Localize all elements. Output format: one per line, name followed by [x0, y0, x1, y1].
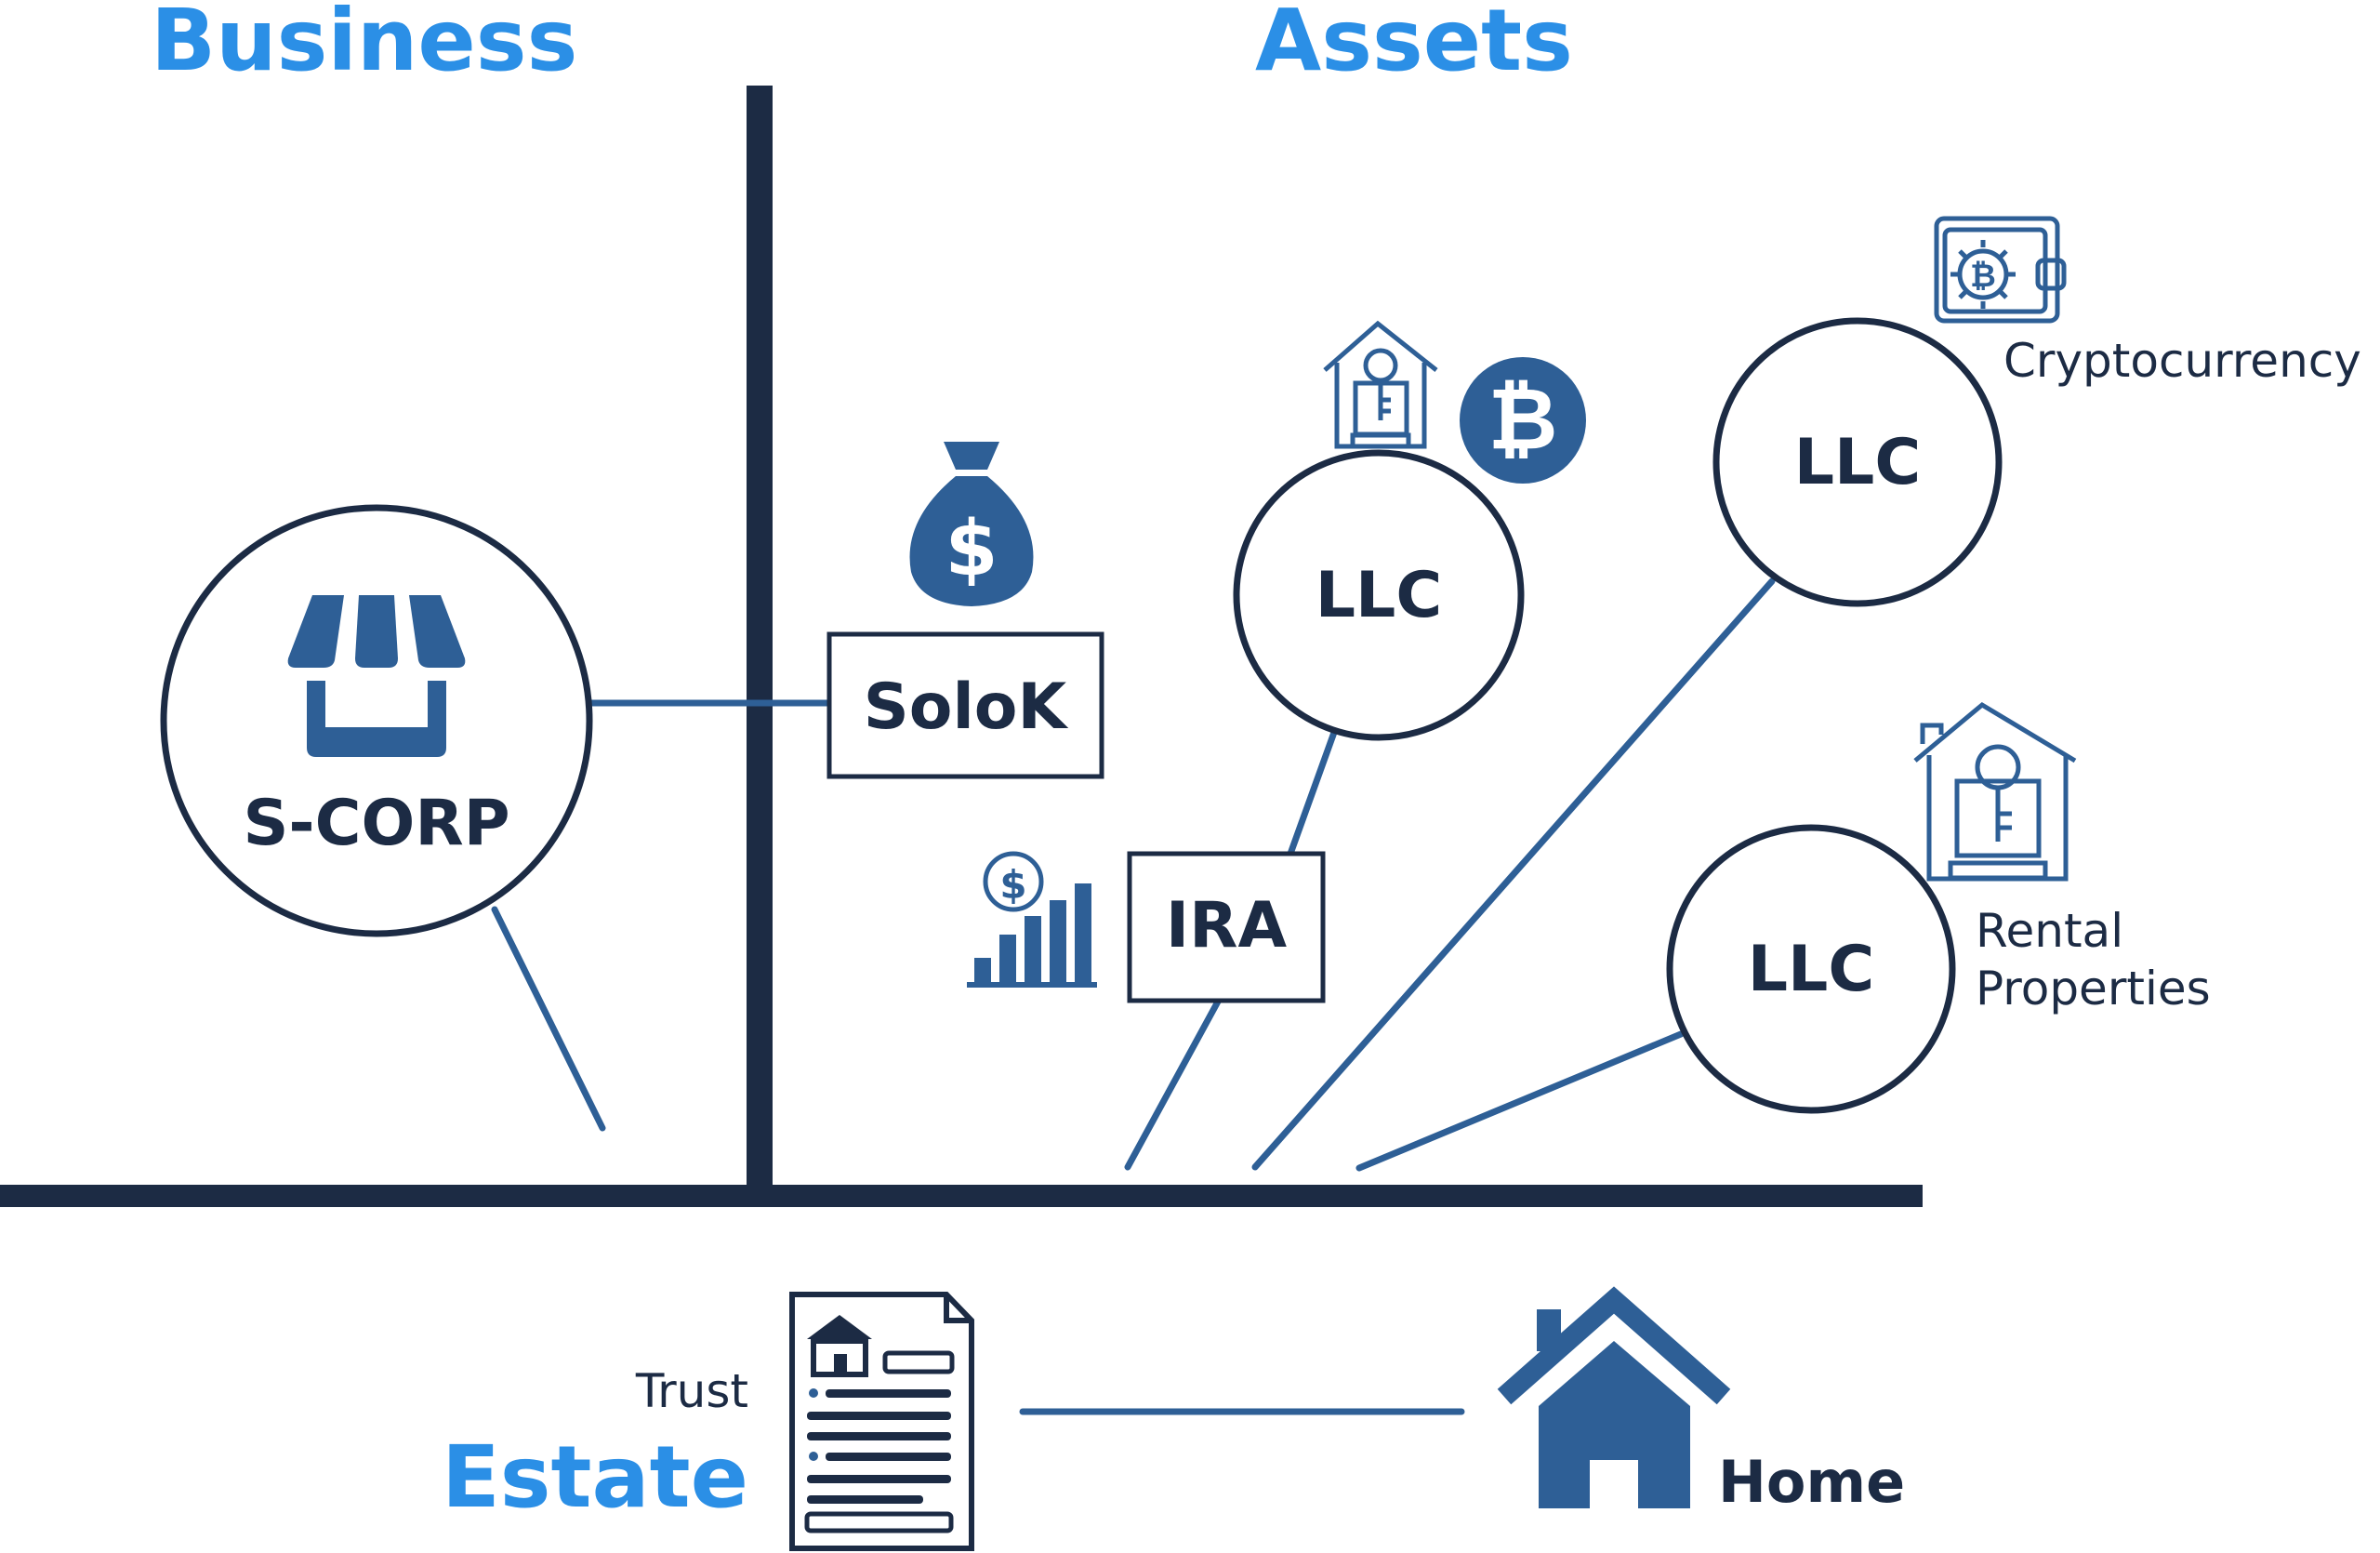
storefront-icon: [287, 595, 466, 757]
cryptocurrency-caption: Cryptocurrency: [2003, 334, 2361, 388]
llc-circle-rental: [1666, 824, 1956, 1114]
house-key-icon: [1323, 320, 1438, 449]
svg-text:₿: ₿: [1970, 258, 1996, 295]
solok-label: SoloK: [864, 670, 1069, 744]
crypto-wallet-icon: ₿: [1934, 216, 2067, 324]
home-icon: [1497, 1286, 1731, 1508]
bitcoin-coin-icon: ₿: [1460, 357, 1586, 484]
heading-assets: Assets: [1255, 0, 1573, 90]
connector-lines: [491, 577, 1776, 1415]
rental-house-key-icon: [1913, 701, 2077, 882]
svg-text:₿: ₿: [1488, 369, 1558, 469]
rental-caption-line2: Properties: [1976, 962, 2211, 1015]
scorp-label: S-CORP: [243, 787, 509, 860]
svg-text:$: $: [945, 505, 998, 593]
connector-scorp-base: [491, 906, 606, 1132]
svg-text:$: $: [999, 862, 1026, 908]
llc-label-3: LLC: [1748, 933, 1875, 1006]
home-caption: Home: [1718, 1448, 1905, 1516]
trust-caption: Trust: [635, 1364, 748, 1418]
heading-estate: Estate: [442, 1427, 748, 1527]
heading-business: Business: [151, 0, 577, 90]
ira-box: [1127, 851, 1326, 1003]
connector-llc3-base: [1355, 1030, 1685, 1172]
llc-label-2: LLC: [1794, 426, 1922, 499]
investment-bar-chart-icon: $: [967, 851, 1097, 988]
scorp-circle: [160, 504, 593, 937]
llc-circle-crypto: [1712, 317, 2003, 607]
connector-llc1-ira: [1287, 723, 1340, 857]
ira-label: IRA: [1166, 889, 1288, 962]
llc-circle-realestate-crypto: [1233, 449, 1525, 741]
llc-label-1: LLC: [1316, 559, 1443, 632]
money-bag-icon: $: [909, 442, 1034, 606]
solok-box: [826, 631, 1104, 779]
trust-document-icon: [789, 1292, 974, 1551]
rental-caption-line1: Rental: [1976, 904, 2123, 958]
connector-llc2-base: [1251, 577, 1776, 1171]
connector-ira-base: [1124, 998, 1222, 1171]
